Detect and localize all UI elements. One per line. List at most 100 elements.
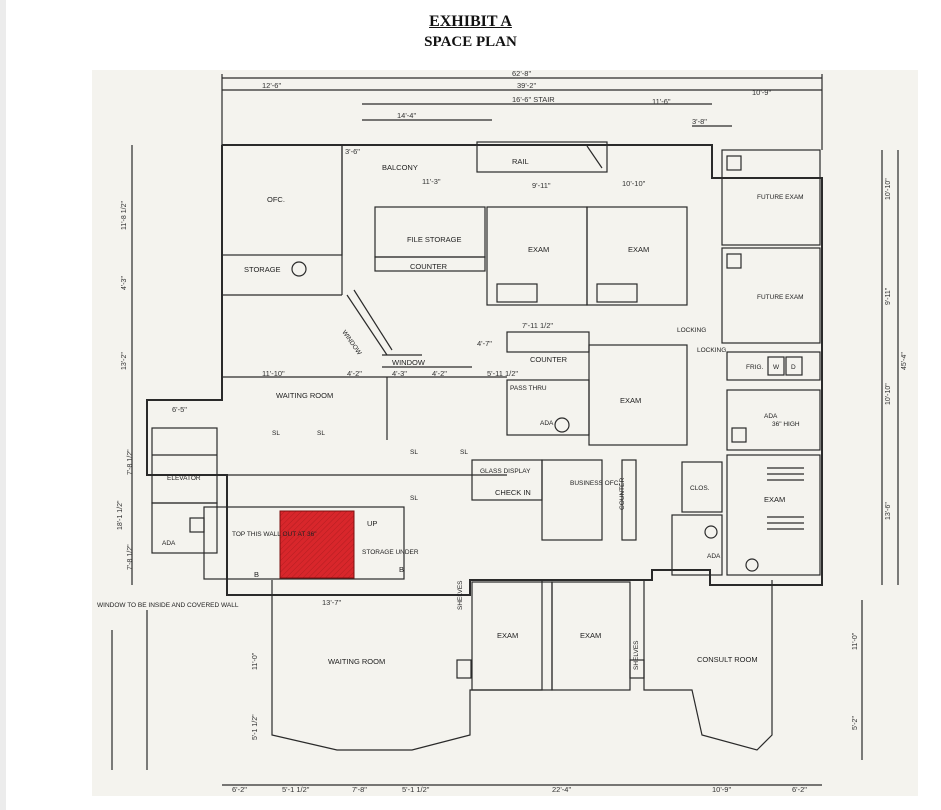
- marker-b-2: B: [399, 565, 404, 574]
- floor-plan: 62'-8" 12'-6" 39'-2" 10'-9" 16'-6" STAIR…: [92, 70, 918, 796]
- room-ada-left: ADA: [162, 540, 176, 547]
- dim-11-10: 11'-10": [262, 369, 285, 378]
- dim-11-6: 11'-6": [652, 97, 671, 106]
- sl-4: SL: [410, 495, 418, 502]
- window-note: WINDOW TO BE INSIDE AND COVERED WALL: [97, 602, 239, 609]
- dim-7-11-half: 7'-11 1/2": [522, 321, 553, 330]
- dim-10-9-top: 10'-9": [752, 88, 771, 97]
- room-elevator: ELEVATOR: [167, 475, 201, 482]
- dim-right-45-4: 45'-4": [901, 352, 908, 370]
- marker-b-1: B: [254, 570, 259, 579]
- room-waiting-room-top: WAITING ROOM: [276, 391, 333, 400]
- top-wall-note: TOP THIS WALL OUT AT 36": [232, 531, 317, 538]
- dim-4-2a: 4'-2": [347, 369, 362, 378]
- dim-left-5-1-half: 5'-1 1/2": [252, 714, 259, 740]
- dim-12-6: 12'-6": [262, 81, 281, 90]
- room-pass-thru: PASS THRU: [510, 385, 547, 392]
- dim-6-5: 6'-5": [172, 405, 187, 414]
- rail: [476, 141, 608, 173]
- page-edge: [0, 0, 6, 810]
- room-business-ofc: BUSINESS OFC.: [570, 480, 620, 487]
- dim-5-11-half: 5'-11 1/2": [487, 369, 518, 378]
- room-ofc: OFC.: [267, 195, 285, 204]
- room-ada-right: ADA: [764, 413, 778, 420]
- sl-1: SL: [272, 430, 280, 437]
- room-storage: STORAGE: [244, 265, 281, 274]
- room-exam-1: EXAM: [528, 245, 549, 254]
- dim-14-4: 14'-4": [397, 111, 416, 120]
- room-counter-vert: COUNTER: [619, 478, 626, 510]
- dim-right-11-0: 11'-0": [852, 632, 859, 650]
- dim-bot-5-1-half-b: 5'-1 1/2": [402, 785, 430, 794]
- dim-3-6: 3'-6": [345, 147, 360, 156]
- room-future-exam-2: FUTURE EXAM: [757, 294, 804, 301]
- room-exam-2: EXAM: [628, 245, 649, 254]
- room-locking-1: LOCKING: [677, 327, 706, 334]
- floor-plan-drawing: 62'-8" 12'-6" 39'-2" 10'-9" 16'-6" STAIR…: [97, 70, 908, 794]
- room-d: D: [791, 364, 796, 371]
- dim-left-11-8-half: 11'-8 1/2": [121, 200, 128, 230]
- room-counter-top: COUNTER: [410, 262, 448, 271]
- exhibit-title: EXHIBIT A: [429, 13, 512, 30]
- room-file-storage: FILE STORAGE: [407, 235, 461, 244]
- dim-left-11-0: 11'-0": [252, 652, 259, 670]
- sl-3: SL: [410, 449, 418, 456]
- room-frig: FRIG.: [746, 364, 764, 371]
- dim-bot-6-2a: 6'-2": [232, 785, 247, 794]
- dim-bot-6-2b: 6'-2": [792, 785, 807, 794]
- dim-left-18-1-half: 18'-1 1/2": [117, 500, 124, 530]
- building-outline: [146, 144, 823, 596]
- room-clos: CLOS.: [690, 485, 710, 492]
- dim-overall: 62'-8": [512, 70, 531, 78]
- room-w: W: [773, 364, 780, 371]
- dim-right-10-10a: 10'-10": [885, 178, 892, 200]
- dim-4-3: 4'-3": [392, 369, 407, 378]
- stair-up: UP: [367, 519, 377, 528]
- room-consult-room: CONSULT ROOM: [697, 655, 758, 664]
- room-rail: RAIL: [512, 157, 529, 166]
- dim-right-13-6: 13'-6": [885, 502, 892, 520]
- dim-13-7: 13'-7": [322, 598, 341, 607]
- room-counter-mid: COUNTER: [530, 355, 568, 364]
- storage-under: STORAGE UNDER: [362, 549, 419, 556]
- dim-bot-22-4: 22'-4": [552, 785, 571, 794]
- sl-2: SL: [317, 430, 325, 437]
- room-balcony: BALCONY: [382, 163, 418, 172]
- room-window-1: WINDOW: [340, 329, 363, 357]
- dim-left-7-8-half-b: 7'-8 1/2": [127, 544, 134, 570]
- dim-left-4-3: 4'-3": [121, 276, 128, 290]
- dim-3-8: 3'-8": [692, 117, 707, 126]
- dim-9-11: 9'-11": [532, 181, 551, 190]
- dim-left-7-8-half-a: 7'-8 1/2": [127, 449, 134, 475]
- sl-5: SL: [460, 449, 468, 456]
- room-exam-3: EXAM: [620, 396, 641, 405]
- dim-39-2: 39'-2": [517, 81, 536, 90]
- shelves-1: SHELVES: [457, 580, 464, 610]
- dim-right-5-2: 5'-2": [852, 716, 859, 730]
- room-ada-small: ADA: [707, 553, 721, 560]
- dim-stair: 16'-6" STAIR: [512, 95, 555, 104]
- room-glass-display: GLASS DISPLAY: [480, 468, 531, 475]
- high-note: 36" HIGH: [772, 421, 800, 428]
- dim-bot-5-1-half-a: 5'-1 1/2": [282, 785, 310, 794]
- dim-right-9-11: 9'-11": [885, 287, 892, 305]
- room-future-exam-1: FUTURE EXAM: [757, 194, 804, 201]
- dim-bot-10-9: 10'-9": [712, 785, 731, 794]
- room-ada-mid: ADA: [540, 420, 554, 427]
- dim-right-10-10b: 10'-10": [885, 383, 892, 405]
- dim-11-3: 11'-3": [422, 177, 441, 186]
- room-window-2: WINDOW: [392, 358, 426, 367]
- room-waiting-room-bottom: WAITING ROOM: [328, 657, 385, 666]
- storage-circle: [291, 261, 307, 277]
- exhibit-header: EXHIBIT A SPACE PLAN: [0, 12, 941, 52]
- exhibit-subtitle: SPACE PLAN: [424, 34, 517, 50]
- room-exam-right: EXAM: [764, 495, 785, 504]
- room-exam-b2: EXAM: [580, 631, 601, 640]
- shelves-2: SHELVES: [633, 640, 640, 670]
- dim-bot-7-8: 7'-8": [352, 785, 367, 794]
- dim-4-7: 4'-7": [477, 339, 492, 348]
- room-exam-b1: EXAM: [497, 631, 518, 640]
- dim-left-13-2: 13'-2": [121, 352, 128, 370]
- room-locking-2: LOCKING: [697, 347, 726, 354]
- dim-10-10: 10'-10": [622, 179, 646, 188]
